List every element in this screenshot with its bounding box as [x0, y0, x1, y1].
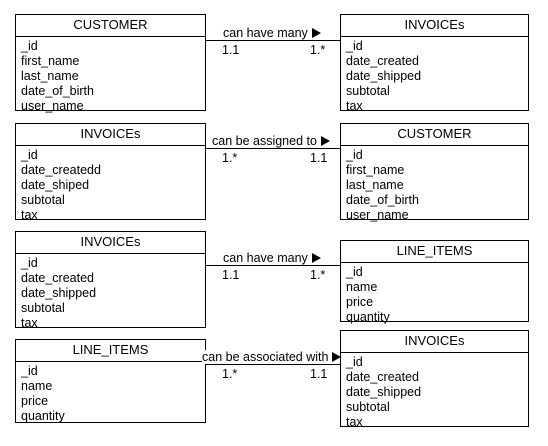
attribute: name [346, 280, 378, 294]
right-multiplicity: 1.1 [310, 367, 328, 381]
attribute: user_name [21, 99, 84, 113]
attribute: date_shiped [21, 178, 90, 192]
left-multiplicity: 1.* [222, 367, 238, 381]
right-multiplicity: 1.1 [310, 151, 328, 165]
attribute: quantity [346, 310, 390, 324]
attribute: tax [21, 208, 38, 222]
attribute: _id [21, 39, 38, 53]
entity-title: INVOICEs [341, 15, 528, 37]
relationship-label: can be assigned to [212, 134, 330, 148]
attribute: _id [346, 265, 363, 279]
attribute: first_name [346, 163, 405, 177]
attribute: date_shipped [21, 286, 97, 300]
attribute: subtotal [21, 301, 65, 315]
relationship-text: can be associated with [202, 350, 329, 364]
left-multiplicity: 1.1 [222, 268, 240, 282]
attribute: _id [346, 39, 363, 53]
entity-title: INVOICEs [341, 331, 528, 353]
attribute: subtotal [21, 193, 65, 207]
entity-title: INVOICEs [16, 232, 205, 254]
left-multiplicity: 1.1 [222, 43, 240, 57]
attribute: _id [21, 364, 38, 378]
attribute: _id [21, 148, 38, 162]
attribute: date_shipped [346, 385, 422, 399]
relationship-text: can be assigned to [212, 134, 317, 148]
direction-arrow-icon [311, 28, 321, 38]
attribute: first_name [21, 54, 80, 68]
right-multiplicity: 1.* [310, 43, 326, 57]
entity-title: LINE_ITEMS [16, 340, 205, 362]
attribute: date_created [21, 271, 94, 285]
relationship-line [206, 148, 340, 149]
left-multiplicity: 1.* [222, 151, 238, 165]
right-multiplicity: 1.* [310, 268, 326, 282]
attribute: price [346, 295, 374, 309]
attribute: date_createdd [21, 163, 101, 177]
attribute: _id [346, 355, 363, 369]
attribute: price [21, 394, 49, 408]
attribute: user_name [346, 208, 409, 222]
attribute: date_of_birth [346, 193, 419, 207]
attribute: last_name [21, 69, 79, 83]
attribute: tax [346, 415, 363, 429]
entity-line-items: LINE_ITEMS _id name price quantity [15, 339, 206, 423]
attribute: last_name [346, 178, 404, 192]
direction-arrow-icon [320, 136, 330, 146]
entity-customer: CUSTOMER _id first_name last_name date_o… [340, 123, 529, 222]
entity-invoices: INVOICEs _id date_created date_shipped s… [15, 231, 206, 330]
attribute: _id [21, 256, 38, 270]
entity-title: CUSTOMER [341, 124, 528, 146]
relationship-line [206, 265, 340, 266]
entity-invoices: INVOICEs _id date_createdd date_shiped s… [15, 123, 206, 222]
direction-arrow-icon [332, 352, 342, 362]
attribute: quantity [21, 409, 65, 423]
attribute: date_shipped [346, 69, 422, 83]
entity-title: LINE_ITEMS [341, 241, 528, 263]
entity-customer: CUSTOMER _id first_name last_name date_o… [15, 14, 206, 113]
relationship-label: can have many [223, 26, 321, 40]
relationship-line [206, 364, 340, 365]
relationship-line [206, 40, 340, 41]
relationship-label: can be associated with [202, 350, 342, 364]
attribute: _id [346, 148, 363, 162]
entity-line-items: LINE_ITEMS _id name price quantity [340, 240, 529, 324]
attribute: date_created [346, 54, 419, 68]
attribute: subtotal [346, 84, 390, 98]
entity-invoices: INVOICEs _id date_created date_shipped s… [340, 14, 529, 113]
relationship-text: can have many [223, 251, 308, 265]
direction-arrow-icon [311, 253, 321, 263]
entity-invoices: INVOICEs _id date_created date_shipped s… [340, 330, 529, 429]
relationship-text: can have many [223, 26, 308, 40]
entity-title: INVOICEs [16, 124, 205, 146]
attribute: date_created [346, 370, 419, 384]
attribute: subtotal [346, 400, 390, 414]
attribute: tax [21, 316, 38, 330]
attribute: date_of_birth [21, 84, 94, 98]
attribute: tax [346, 99, 363, 113]
relationship-label: can have many [223, 251, 321, 265]
attribute: name [21, 379, 53, 393]
entity-title: CUSTOMER [16, 15, 205, 37]
